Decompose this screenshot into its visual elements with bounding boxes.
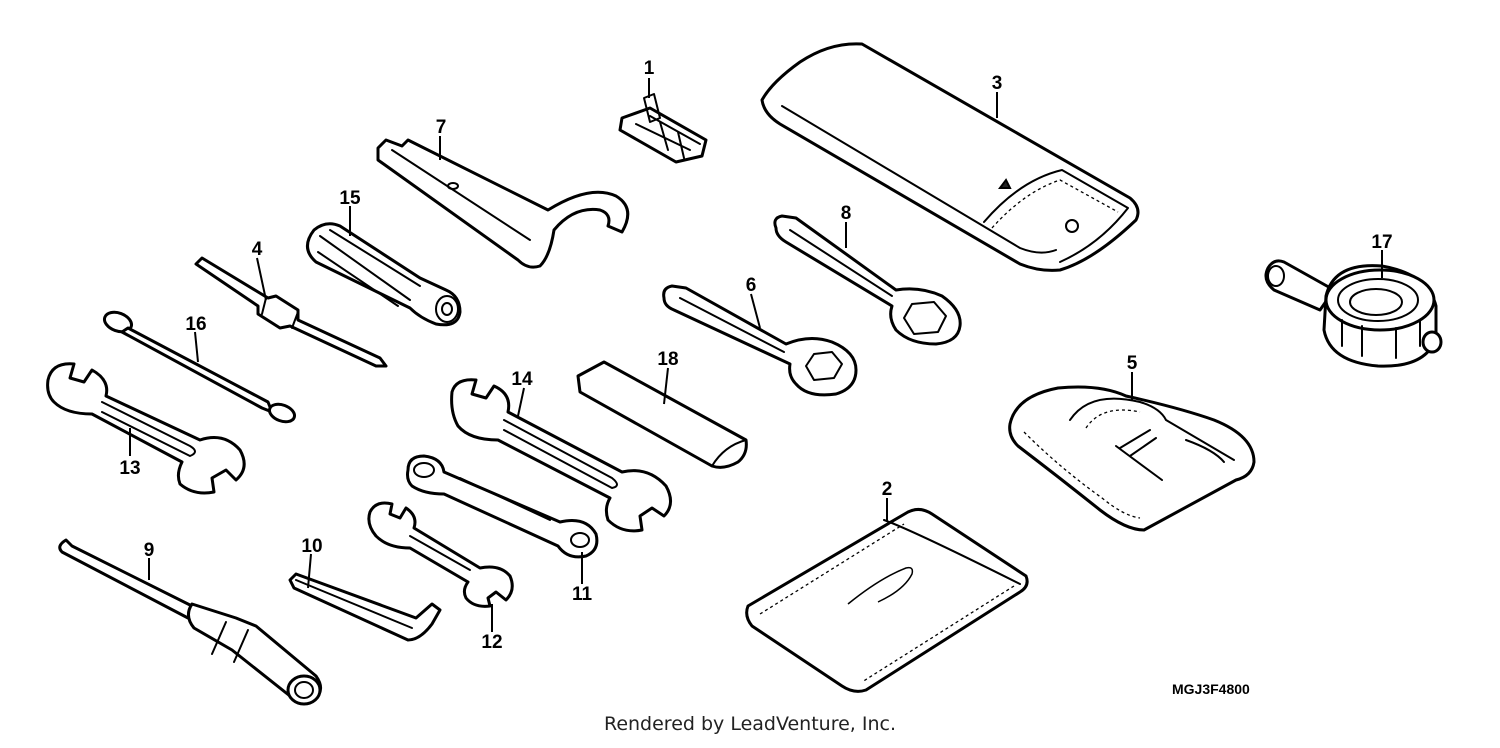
part-11-box-wrench[interactable]	[406, 454, 599, 559]
part-7-pin-spanner[interactable]	[376, 138, 630, 269]
callout-8: 8	[841, 203, 852, 224]
part-15-screwdriver-handle[interactable]	[306, 222, 462, 327]
callout-6: 6	[746, 275, 757, 296]
part-9-spark-plug-wrench[interactable]	[58, 538, 322, 706]
callout-3: 3	[992, 73, 1003, 94]
callout-11: 11	[572, 584, 593, 605]
part-12-small-wrench[interactable]	[367, 501, 514, 608]
part-4-screwdriver[interactable]	[194, 256, 388, 368]
callout-5: 5	[1127, 353, 1138, 374]
callout-12: 12	[481, 632, 502, 653]
part-2-envelope-bag[interactable]	[745, 507, 1029, 693]
part-3-tool-bag[interactable]	[760, 42, 1140, 272]
callout-18: 18	[657, 349, 678, 370]
part-13-wrench[interactable]	[46, 362, 246, 495]
callout-17: 17	[1371, 232, 1392, 253]
part-1-clip[interactable]	[618, 93, 708, 164]
footer-credit: Rendered by LeadVenture, Inc.	[604, 713, 896, 735]
drawing-code: MGJ3F4800	[1172, 681, 1250, 697]
part-16-cable[interactable]	[102, 309, 297, 425]
part-17-cap-assembly[interactable]	[1264, 259, 1443, 368]
callout-2: 2	[882, 479, 893, 500]
part-5-pouch[interactable]	[1008, 385, 1256, 532]
part-10-hex-key[interactable]	[288, 572, 442, 642]
callout-10: 10	[301, 536, 322, 557]
part-14-wrench[interactable]	[450, 378, 672, 533]
callout-9: 9	[144, 540, 155, 561]
part-6-box-wrench[interactable]	[662, 284, 858, 397]
part-8-box-wrench[interactable]	[773, 214, 962, 346]
part-18-strap[interactable]	[576, 360, 748, 469]
callout-16: 16	[185, 314, 206, 335]
callout-labels: 1 3 7 15 8 17 4 6 16 5 18 14 13 2 9 10 1…	[119, 58, 1392, 653]
callout-15: 15	[339, 188, 361, 209]
leader-lines	[129, 78, 1383, 632]
callout-13: 13	[119, 458, 140, 479]
callout-7: 7	[436, 117, 447, 138]
callout-1: 1	[644, 58, 655, 79]
callout-14: 14	[511, 369, 533, 390]
callout-4: 4	[252, 239, 263, 260]
